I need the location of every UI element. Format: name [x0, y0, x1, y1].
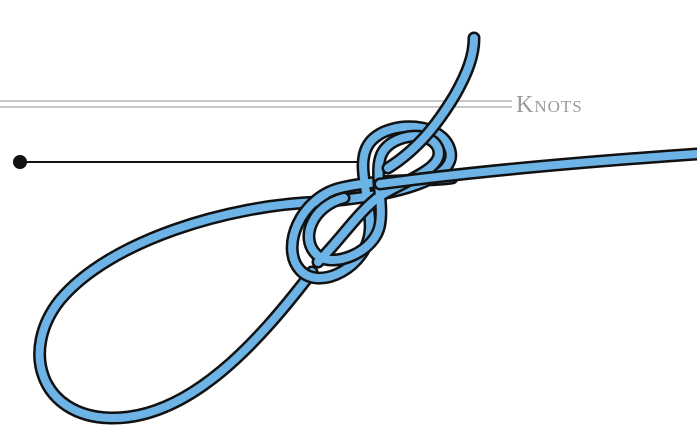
pointer-dot-icon	[13, 155, 27, 169]
rope-standing-part	[373, 147, 697, 191]
header-rule	[0, 100, 512, 108]
pointer-leader	[13, 155, 368, 169]
figure-eight-loop-knot-icon	[33, 31, 697, 425]
rope-figure-eight-inner	[302, 129, 446, 269]
section-label: Knots	[516, 92, 583, 118]
rope-figure-eight-outer	[285, 120, 459, 285]
rope-tail	[381, 31, 481, 175]
rope-loop	[33, 195, 325, 425]
